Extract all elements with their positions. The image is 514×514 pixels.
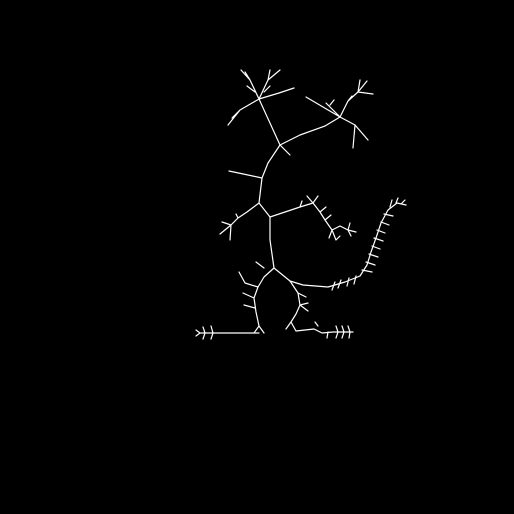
mid-right-branch [269, 195, 357, 241]
long-right-tendril-ticks [331, 197, 406, 291]
trunk-segment-upper [258, 98, 281, 269]
crown-right [305, 79, 374, 149]
skeleton-lines [195, 69, 407, 340]
left-branch-3 [279, 144, 291, 156]
lower-middle-branch [285, 280, 354, 339]
lower-left-branch [238, 261, 275, 334]
lower-junction [273, 202, 407, 288]
bottom-left-horizontal [195, 325, 260, 340]
left-branch-1 [228, 170, 263, 179]
crown-left [227, 69, 295, 126]
trunk-segment-left-top [279, 116, 341, 146]
left-branch-2 [219, 202, 260, 241]
